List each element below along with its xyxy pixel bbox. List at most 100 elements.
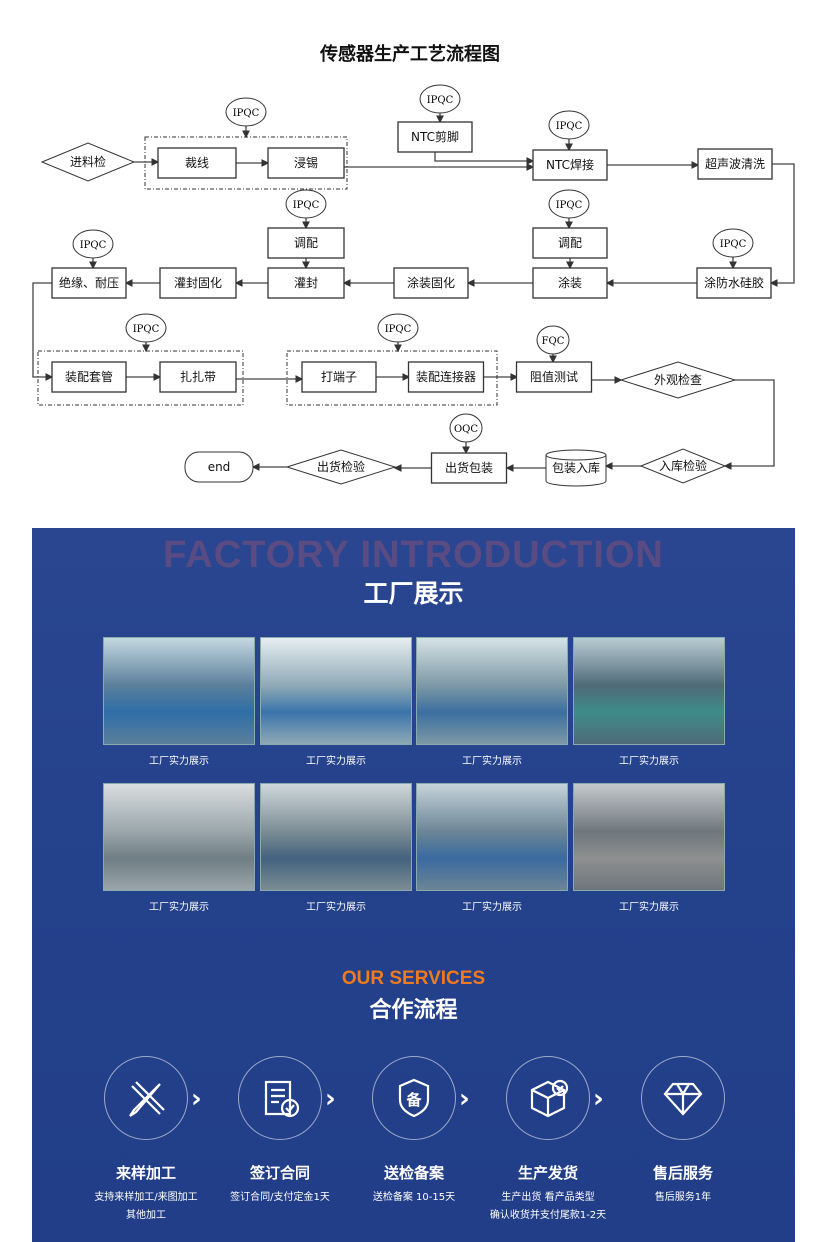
flow-node-label: 装配连接器 — [416, 369, 476, 384]
ipqc-checkpoint: IPQC — [285, 189, 327, 219]
factory-photo — [416, 637, 568, 745]
qc-label: IPQC — [556, 121, 583, 132]
ipqc-checkpoint: IPQC — [419, 84, 461, 114]
qc-label: IPQC — [427, 95, 454, 106]
ipqc-checkpoint: IPQC — [72, 229, 114, 259]
flow-node-coat: 涂装 — [532, 267, 608, 299]
icon-glyph: 备 — [405, 1091, 422, 1109]
ipqc-checkpoint: IPQC — [125, 313, 167, 343]
flow-node-ship-check: 出货检验 — [285, 449, 397, 485]
factory-photo-caption: 工厂实力展示 — [306, 902, 366, 913]
ipqc-checkpoint: IPQC — [712, 228, 754, 258]
factory-photo — [103, 783, 255, 891]
flow-arrow — [769, 163, 795, 287]
qc-label: IPQC — [80, 240, 107, 251]
service-step-detail: 签订合同/支付定金1天 — [230, 1192, 330, 1203]
ipqc-checkpoint: IPQC — [548, 189, 590, 219]
flow-node-label: 浸锡 — [294, 155, 318, 170]
flow-node-label: 灌封固化 — [174, 276, 222, 290]
flow-node-label: 出货包装 — [445, 460, 493, 475]
flow-node-end: end — [184, 451, 254, 483]
factory-photo-caption: 工厂实力展示 — [149, 756, 209, 767]
box-check-icon — [506, 1056, 590, 1140]
flow-node-mix1: 调配 — [267, 227, 345, 259]
chevron-right-icon: › — [191, 1084, 202, 1114]
factory-photo — [573, 783, 725, 891]
oqc-checkpoint: OQC — [449, 413, 483, 443]
chevron-right-icon: › — [459, 1084, 470, 1114]
flow-node-tie: 扎扎带 — [159, 361, 237, 393]
qc-label: IPQC — [556, 200, 583, 211]
flow-node-label: NTC焊接 — [546, 157, 594, 172]
flow-node-sleeve: 装配套管 — [51, 361, 127, 393]
process-group-box — [144, 136, 348, 190]
service-step-title: 售后服务 — [652, 1164, 713, 1182]
factory-photo-caption: 工厂实力展示 — [462, 756, 522, 767]
fqc-checkpoint: FQC — [536, 325, 570, 355]
flow-node-insul: 绝缘、耐压 — [51, 267, 127, 299]
flow-arrow — [32, 282, 54, 381]
flow-node-coat-cure: 涂装固化 — [393, 267, 469, 299]
service-step: 来样加工支持来样加工/来图加工其他加工 — [81, 1056, 211, 1225]
ipqc-checkpoint: IPQC — [377, 313, 419, 343]
flow-node-appear: 外观检查 — [619, 361, 737, 399]
factory-photo — [416, 783, 568, 891]
flow-node-label: end — [208, 460, 231, 474]
qc-label: IPQC — [233, 108, 260, 119]
qc-label: IPQC — [720, 239, 747, 250]
service-step-title: 签订合同 — [249, 1164, 310, 1182]
process-group-box — [286, 350, 498, 406]
qc-label: IPQC — [133, 324, 160, 335]
service-step: 签订合同签订合同/支付定金1天 — [215, 1056, 345, 1207]
flow-arrow — [434, 152, 535, 165]
flow-node-terminal: 打端子 — [301, 361, 377, 393]
factory-bg-title: FACTORY INTRODUCTION — [163, 534, 664, 576]
flow-node-ship-pack: 出货包装 — [430, 452, 508, 484]
ipqc-checkpoint: IPQC — [225, 97, 267, 127]
flow-node-label: 外观检查 — [654, 372, 702, 387]
service-step-detail: 售后服务1年 — [654, 1192, 712, 1203]
flow-node-label: 涂防水硅胶 — [704, 275, 764, 290]
service-step-detail: 生产出货 看产品类型 — [501, 1192, 595, 1203]
flow-node-stock-check: 入库检验 — [639, 448, 727, 484]
flow-node-label: 灌封 — [294, 276, 318, 290]
qc-label: IPQC — [385, 324, 412, 335]
services-en-title: OUR SERVICES — [341, 968, 486, 989]
flow-node-label: 入库检验 — [659, 458, 707, 473]
flow-node-label: 出货检验 — [317, 459, 365, 474]
ipqc-checkpoint: IPQC — [548, 110, 590, 140]
factory-photo-caption: 工厂实力展示 — [619, 902, 679, 913]
qc-label: IPQC — [293, 200, 320, 211]
flow-node-ultra: 超声波清洗 — [697, 148, 773, 180]
flow-node-label: 裁线 — [185, 156, 209, 170]
flow-node-pot: 灌封 — [267, 267, 345, 299]
factory-photo-caption: 工厂实力展示 — [462, 902, 522, 913]
flow-node-pot-cure: 灌封固化 — [159, 267, 237, 299]
flow-node-label: 超声波清洗 — [705, 156, 765, 171]
chevron-right-icon: › — [325, 1084, 336, 1114]
flow-node-label: 阻值测试 — [530, 369, 578, 384]
service-step-title: 生产发货 — [517, 1164, 578, 1182]
factory-section: FACTORY INTRODUCTION 工厂展示 工厂实力展示工厂实力展示工厂… — [32, 528, 795, 1242]
factory-photo-caption: 工厂实力展示 — [619, 756, 679, 767]
service-step-detail: 送检备案 10-15天 — [372, 1192, 456, 1203]
factory-photo-caption: 工厂实力展示 — [306, 756, 366, 767]
flow-node-label: 调配 — [558, 236, 582, 250]
service-step-detail: 其他加工 — [126, 1210, 166, 1221]
flow-node-label: 包装入库 — [552, 460, 600, 475]
service-step-title: 来样加工 — [115, 1164, 176, 1182]
flow-node-label: 进料检 — [70, 154, 106, 169]
chevron-right-icon: › — [593, 1084, 604, 1114]
flow-node-label: NTC剪脚 — [411, 129, 459, 144]
qc-label: FQC — [542, 336, 565, 347]
flow-node-ntc-trim: NTC剪脚 — [397, 121, 473, 153]
flow-node-label: 扎扎带 — [180, 370, 216, 384]
services-title: 合作流程 — [369, 998, 458, 1023]
flow-node-connector: 装配连接器 — [407, 361, 485, 393]
factory-photo — [103, 637, 255, 745]
factory-photo-caption: 工厂实力展示 — [149, 902, 209, 913]
flow-node-tin: 浸锡 — [267, 147, 345, 179]
service-step-title: 送检备案 — [383, 1164, 444, 1182]
flowchart-title: 传感器生产工艺流程图 — [320, 44, 500, 65]
